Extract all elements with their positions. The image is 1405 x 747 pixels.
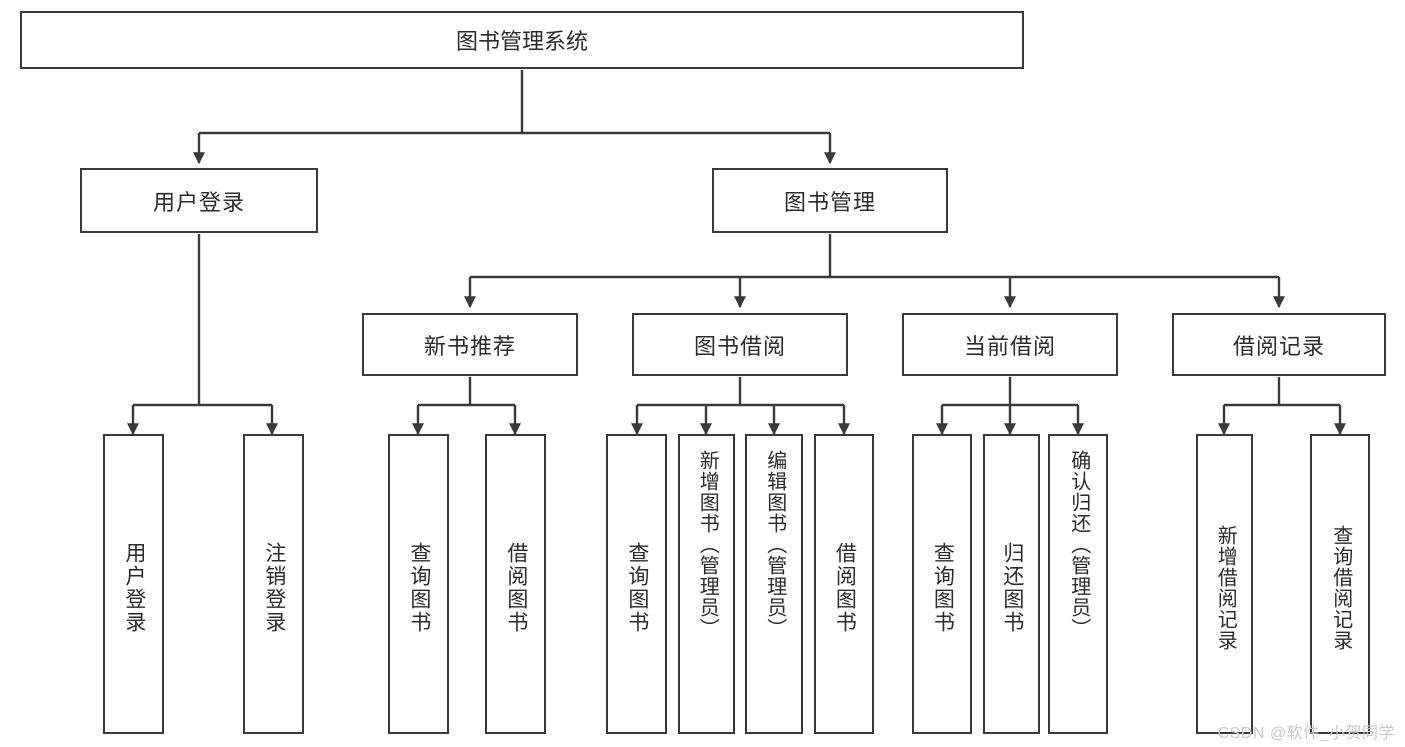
leaf-body: 查询图书 xyxy=(608,444,665,732)
node-root-system[interactable]: 图书管理系统 xyxy=(20,11,1024,69)
node-user-login[interactable]: 用户登录 xyxy=(80,168,318,233)
leaf-body: 查询图书 xyxy=(914,444,970,732)
leaf-borrow-query-book[interactable]: 查询图书 xyxy=(606,434,667,734)
node-label: 图书管理系统 xyxy=(455,29,588,54)
leaf-user-login[interactable]: 用户登录 xyxy=(103,434,164,734)
leaf-body: 编辑图书（管理员） xyxy=(747,444,801,738)
leaf-body: 借阅图书 xyxy=(487,444,544,732)
watermark-text: CSDN @软件_小贺同学 xyxy=(1217,725,1395,742)
leaf-label: 查询图书 xyxy=(625,542,649,634)
node-label: 新书推荐 xyxy=(423,333,516,359)
leaf-body: 查询图书 xyxy=(390,444,447,732)
leaf-label: 查询图书 xyxy=(407,542,431,634)
leaf-user-logout[interactable]: 注销登录 xyxy=(243,434,304,734)
leaf-label: 借阅图书 xyxy=(833,542,857,634)
leaf-label: 归还图书 xyxy=(1000,542,1024,634)
leaf-record-add-record[interactable]: 新增借阅记录 xyxy=(1196,434,1253,734)
leaf-label: 注销登录 xyxy=(262,542,286,634)
node-label: 借阅记录 xyxy=(1232,333,1325,359)
node-label: 图书管理 xyxy=(783,189,876,215)
leaf-body: 新增图书（管理员） xyxy=(680,444,733,738)
node-label: 当前借阅 xyxy=(963,333,1056,359)
leaf-label: 新增图书（管理员） xyxy=(696,450,719,639)
leaf-current-return-book[interactable]: 归还图书 xyxy=(983,434,1040,734)
node-book-management[interactable]: 图书管理 xyxy=(712,168,948,233)
leaf-label: 编辑图书（管理员） xyxy=(763,450,786,639)
node-current-borrow[interactable]: 当前借阅 xyxy=(902,313,1118,376)
leaf-label: 用户登录 xyxy=(122,542,146,634)
leaf-record-query-record[interactable]: 查询借阅记录 xyxy=(1310,434,1370,734)
leaf-label: 确认归还（管理员） xyxy=(1067,450,1090,639)
leaf-label: 查询图书 xyxy=(931,542,955,634)
leaf-borrow-edit-book-admin[interactable]: 编辑图书（管理员） xyxy=(745,434,803,734)
leaf-recommend-query-book[interactable]: 查询图书 xyxy=(388,434,449,734)
leaf-label: 新增借阅记录 xyxy=(1214,525,1237,651)
node-label: 用户登录 xyxy=(152,189,245,215)
leaf-body: 借阅图书 xyxy=(816,444,872,732)
node-label: 图书借阅 xyxy=(693,333,786,359)
leaf-current-confirm-return-admin[interactable]: 确认归还（管理员） xyxy=(1048,434,1108,734)
leaf-body: 查询借阅记录 xyxy=(1312,444,1368,732)
leaf-current-query-book[interactable]: 查询图书 xyxy=(912,434,972,734)
leaf-borrow-add-book-admin[interactable]: 新增图书（管理员） xyxy=(678,434,735,734)
leaf-body: 注销登录 xyxy=(245,444,302,732)
leaf-body: 归还图书 xyxy=(985,444,1038,732)
node-borrow-record[interactable]: 借阅记录 xyxy=(1172,313,1386,376)
leaf-recommend-borrow-book[interactable]: 借阅图书 xyxy=(485,434,546,734)
node-book-borrow[interactable]: 图书借阅 xyxy=(632,313,848,376)
leaf-label: 查询借阅记录 xyxy=(1329,525,1352,651)
leaf-body: 用户登录 xyxy=(105,444,162,732)
leaf-body: 新增借阅记录 xyxy=(1198,444,1251,732)
leaf-borrow-borrow-book[interactable]: 借阅图书 xyxy=(814,434,874,734)
node-new-book-recommend[interactable]: 新书推荐 xyxy=(362,313,578,376)
leaf-label: 借阅图书 xyxy=(504,542,528,634)
leaf-body: 确认归还（管理员） xyxy=(1050,444,1106,738)
